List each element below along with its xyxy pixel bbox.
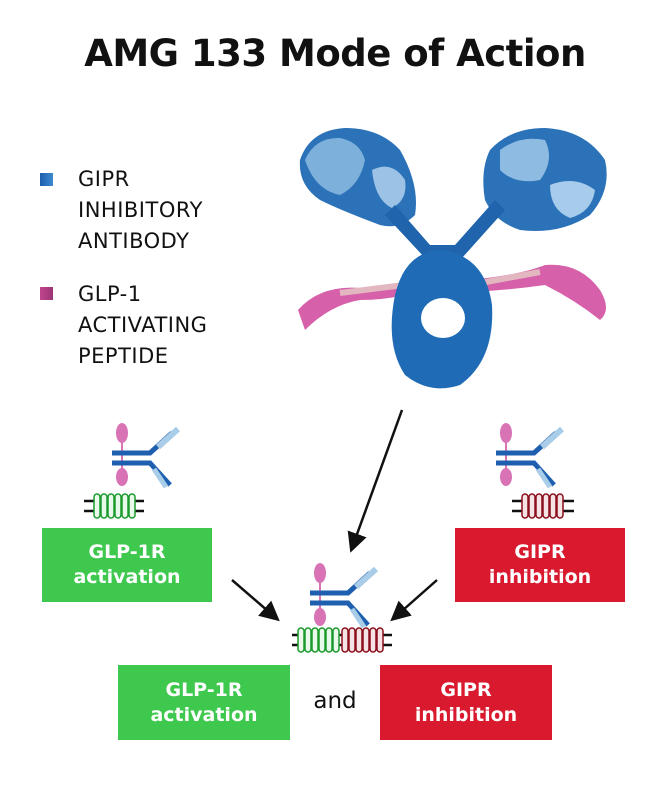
peptide-legend-swatch [40,287,53,300]
legend-peptide: GLP-1 ACTIVATING PEPTIDE [78,279,207,372]
arrow-left-to-center-icon [231,579,280,622]
box-label: inhibition [488,566,592,588]
legend-line: GLP-1 [78,282,142,306]
legend-line: ACTIVATING [78,313,208,337]
antibody-legend-swatch [40,173,53,186]
box-label: GIPR [514,541,566,563]
arrow-right-to-center-icon [390,579,438,622]
box-label: GIPR [440,678,492,701]
glp1r-activation-box: GLP-1R activation [42,528,212,602]
box-label: inhibition [414,703,518,726]
dual-binding-icon [292,565,392,653]
box-label: activation [150,703,258,726]
legend-line: PEPTIDE [78,344,169,368]
box-label: activation [73,566,181,588]
legend-line: GIPR [78,167,130,191]
left-fab-arm [299,128,416,227]
and-connector: and [313,688,357,714]
gipr-binding-icon [494,425,574,519]
legend-line: INHIBITORY [78,198,203,222]
glp1r-binding-icon [84,425,174,519]
page-title: AMG 133 Mode of Action [84,32,586,75]
box-label: GLP-1R [88,541,166,563]
arrow-down-icon [347,409,404,553]
legend-line: ANTIBODY [78,229,190,253]
combined-glp1r-activation-box: GLP-1R activation [118,665,290,740]
combined-gipr-inhibition-box: GIPR inhibition [380,665,552,740]
right-fab-arm [483,128,607,231]
legend-antibody: GIPR INHIBITORY ANTIBODY [78,164,203,257]
gipr-inhibition-box: GIPR inhibition [455,528,625,602]
box-label: GLP-1R [165,678,243,701]
